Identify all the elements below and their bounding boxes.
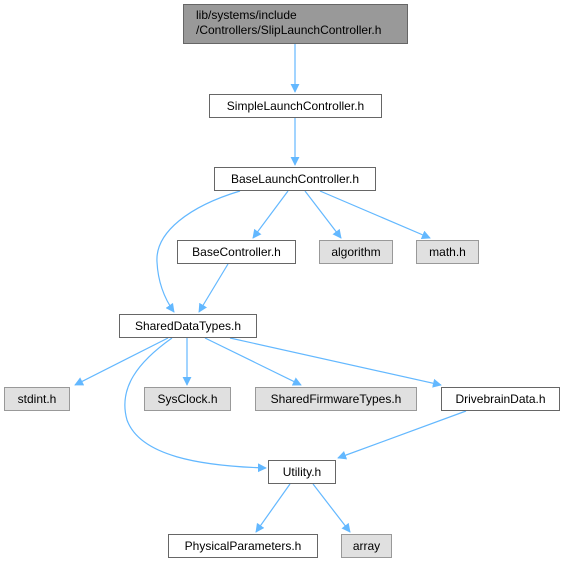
edge-shared-to-drivebrain [229,337,442,388]
node-utility-h[interactable]: Utility.h [268,460,336,484]
edge-utility-to-physical [255,483,291,533]
edge-shared-to-stdint [74,337,169,386]
edge-shared-to-utility [124,337,267,473]
node-array: array [341,534,392,558]
edge-base-launch-to-shared [156,190,241,313]
edge-base-controller-to-shared [198,263,229,313]
node-base-controller[interactable]: BaseController.h [177,240,296,264]
node-drivebrain-data[interactable]: DrivebrainData.h [441,387,560,411]
edge-drivebrain-to-utility [337,410,467,460]
node-simple-launch-controller[interactable]: SimpleLaunchController.h [209,94,382,118]
node-root-line1: lib/systems/include [196,8,297,22]
node-slip-launch-controller: lib/systems/include /Controllers/SlipLau… [183,4,408,44]
node-root-line2: /Controllers/SlipLaunchController.h [196,23,382,37]
edge-base-launch-to-math [319,190,431,239]
node-shared-data-types[interactable]: SharedDataTypes.h [119,314,257,338]
node-algorithm: algorithm [319,240,393,264]
edge-utility-to-array [312,483,351,533]
node-physical-parameters[interactable]: PhysicalParameters.h [168,534,318,558]
node-math-h: math.h [416,240,479,264]
edge-base-launch-to-base-controller [252,190,289,239]
node-base-launch-controller[interactable]: BaseLaunchController.h [214,167,376,191]
node-sysclock-h: SysClock.h [144,387,231,411]
edge-base-launch-to-algorithm [304,190,342,239]
edge-shared-to-firmware [204,337,302,386]
node-shared-firmware-types: SharedFirmwareTypes.h [255,387,417,411]
node-stdint-h: stdint.h [4,387,70,411]
